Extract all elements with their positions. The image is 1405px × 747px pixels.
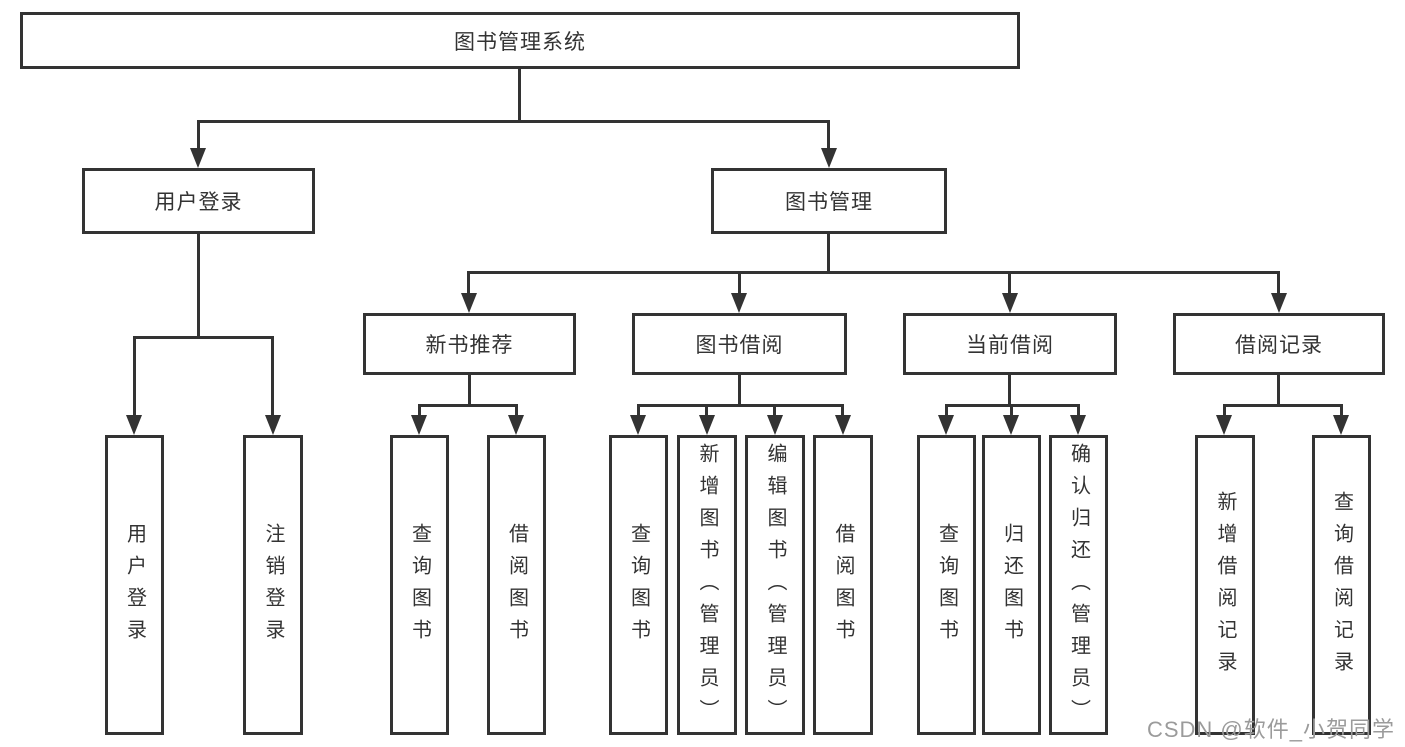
leaf-query-books-3: 查询图书: [917, 435, 976, 735]
arrow-down-icon: [461, 293, 477, 313]
connector-line: [773, 404, 776, 418]
connector-line: [827, 234, 830, 273]
connector-line: [418, 404, 421, 418]
connector-line: [1008, 375, 1011, 406]
connector-line: [1340, 404, 1343, 418]
connector-line: [637, 404, 640, 418]
leaf-add-books-admin: 新增图书（管理员）: [677, 435, 737, 735]
arrow-down-icon: [1333, 415, 1349, 435]
leaf-user-login: 用户登录: [105, 435, 164, 735]
connector-line: [945, 404, 948, 418]
arrow-down-icon: [1216, 415, 1232, 435]
arrow-down-icon: [190, 148, 206, 168]
leaf-borrow-books-1: 借阅图书: [487, 435, 546, 735]
arrow-down-icon: [126, 415, 142, 435]
leaf-confirm-return-admin: 确认归还（管理员）: [1049, 435, 1108, 735]
arrow-down-icon: [265, 415, 281, 435]
connector-line: [1223, 404, 1343, 407]
arrow-down-icon: [411, 415, 427, 435]
leaf-query-books-1: 查询图书: [390, 435, 449, 735]
connector-line: [1008, 271, 1011, 297]
node-root: 图书管理系统: [20, 12, 1020, 69]
connector-line: [1010, 404, 1013, 418]
connector-line: [271, 336, 274, 418]
arrow-down-icon: [1271, 293, 1287, 313]
connector-line: [467, 271, 470, 297]
arrow-down-icon: [1002, 293, 1018, 313]
arrow-down-icon: [821, 148, 837, 168]
connector-line: [738, 375, 741, 406]
node-book-borrowing: 图书借阅: [632, 313, 847, 375]
connector-line: [738, 271, 741, 297]
arrow-down-icon: [938, 415, 954, 435]
node-borrowing-records: 借阅记录: [1173, 313, 1385, 375]
connector-line: [637, 404, 844, 407]
arrow-down-icon: [731, 293, 747, 313]
connector-line: [841, 404, 844, 418]
connector-line: [133, 336, 136, 418]
leaf-borrow-books-2: 借阅图书: [813, 435, 873, 735]
connector-line: [827, 120, 830, 152]
connector-line: [197, 234, 200, 337]
leaf-edit-books-admin: 编辑图书（管理员）: [745, 435, 805, 735]
leaf-query-books-2: 查询图书: [609, 435, 668, 735]
connector-line: [1223, 404, 1226, 418]
watermark: CSDN @软件_小贺同学: [1146, 717, 1395, 742]
leaf-query-borrow-record: 查询借阅记录: [1312, 435, 1371, 735]
connector-line: [515, 404, 518, 418]
connector-line: [467, 271, 1280, 274]
connector-line: [197, 120, 200, 152]
node-user-login-branch: 用户登录: [82, 168, 315, 234]
arrow-down-icon: [767, 415, 783, 435]
node-book-management-branch: 图书管理: [711, 168, 947, 234]
connector-line: [1277, 375, 1280, 406]
arrow-down-icon: [699, 415, 715, 435]
arrow-down-icon: [630, 415, 646, 435]
connector-line: [518, 69, 521, 122]
leaf-return-books: 归还图书: [982, 435, 1041, 735]
node-new-book-recommend: 新书推荐: [363, 313, 576, 375]
arrow-down-icon: [508, 415, 524, 435]
connector-line: [1077, 404, 1080, 418]
leaf-add-borrow-record: 新增借阅记录: [1195, 435, 1255, 735]
connector-line: [705, 404, 708, 418]
arrow-down-icon: [1003, 415, 1019, 435]
node-current-borrowing: 当前借阅: [903, 313, 1117, 375]
arrow-down-icon: [1070, 415, 1086, 435]
connector-line: [418, 404, 518, 407]
connector-line: [1277, 271, 1280, 297]
leaf-logout: 注销登录: [243, 435, 303, 735]
connector-line: [197, 120, 830, 123]
connector-line: [133, 336, 274, 339]
arrow-down-icon: [835, 415, 851, 435]
connector-line: [468, 375, 471, 406]
